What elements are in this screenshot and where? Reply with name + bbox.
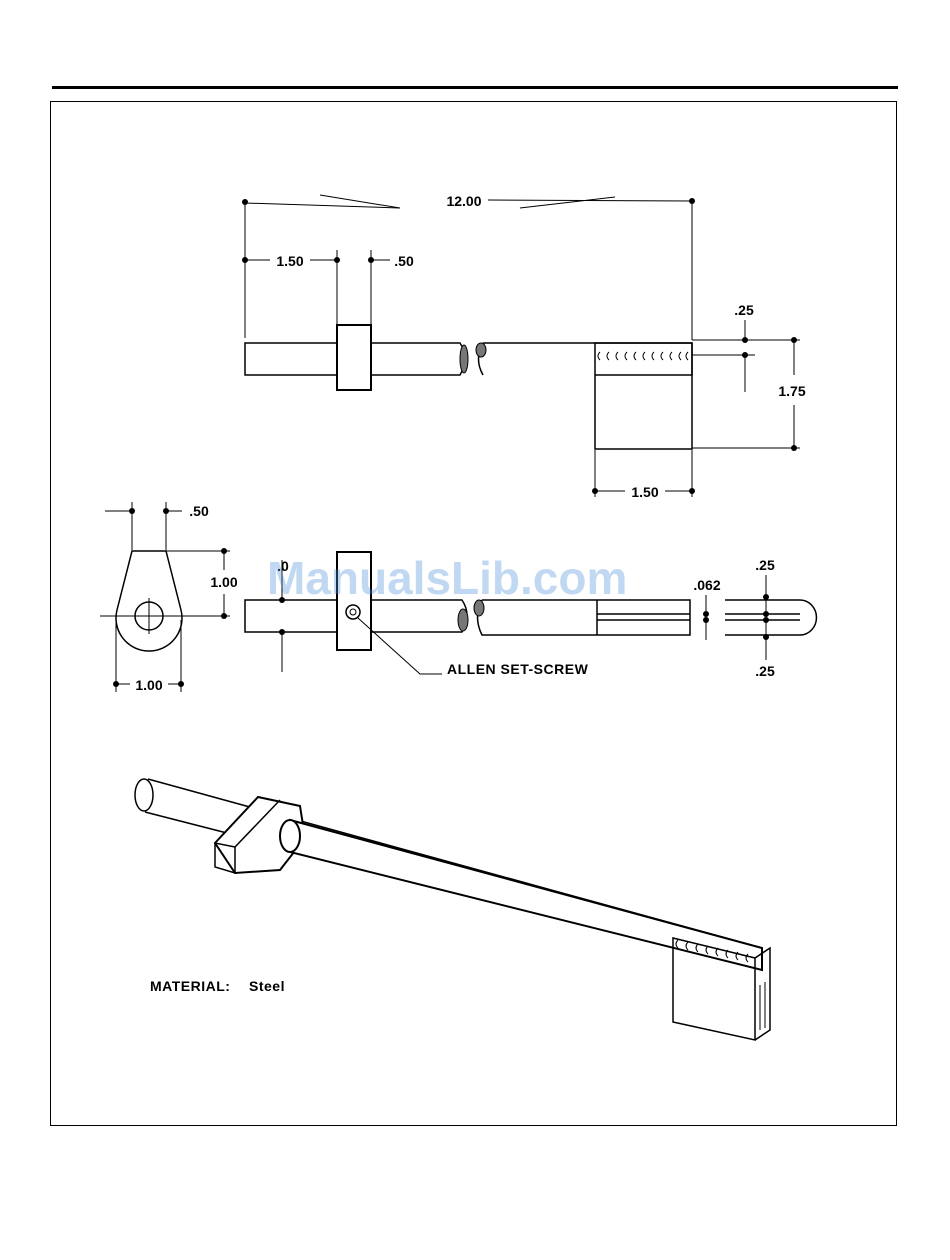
material-label: MATERIAL: xyxy=(150,978,230,994)
isometric-view xyxy=(135,779,770,1040)
dim-bit-width: 1.50 xyxy=(631,484,658,500)
dim-tip-lower: .25 xyxy=(755,663,775,679)
dim-collar-offset: 1.50 xyxy=(276,253,303,269)
dim-overall-length: 12.00 xyxy=(446,193,481,209)
material-value: Steel xyxy=(249,978,285,994)
watermark: ManualsLib.com xyxy=(267,552,627,604)
dim-bit-offset: .25 xyxy=(734,302,754,318)
dim-slot-width: .062 xyxy=(693,577,720,593)
dim-collar-top: .50 xyxy=(189,503,209,519)
callout-allen-set-screw: ALLEN SET-SCREW xyxy=(447,661,589,677)
dim-collar-width: .50 xyxy=(394,253,414,269)
top-view: 12.00 1.50 .50 .25 1.7 xyxy=(242,190,806,500)
dim-collar-width: 1.00 xyxy=(135,677,162,693)
dim-tip-upper: .25 xyxy=(755,557,775,573)
dim-collar-height: 1.00 xyxy=(210,574,237,590)
dim-bit-height: 1.75 xyxy=(778,383,805,399)
end-view: .50 1.00 1.00 xyxy=(100,502,238,693)
